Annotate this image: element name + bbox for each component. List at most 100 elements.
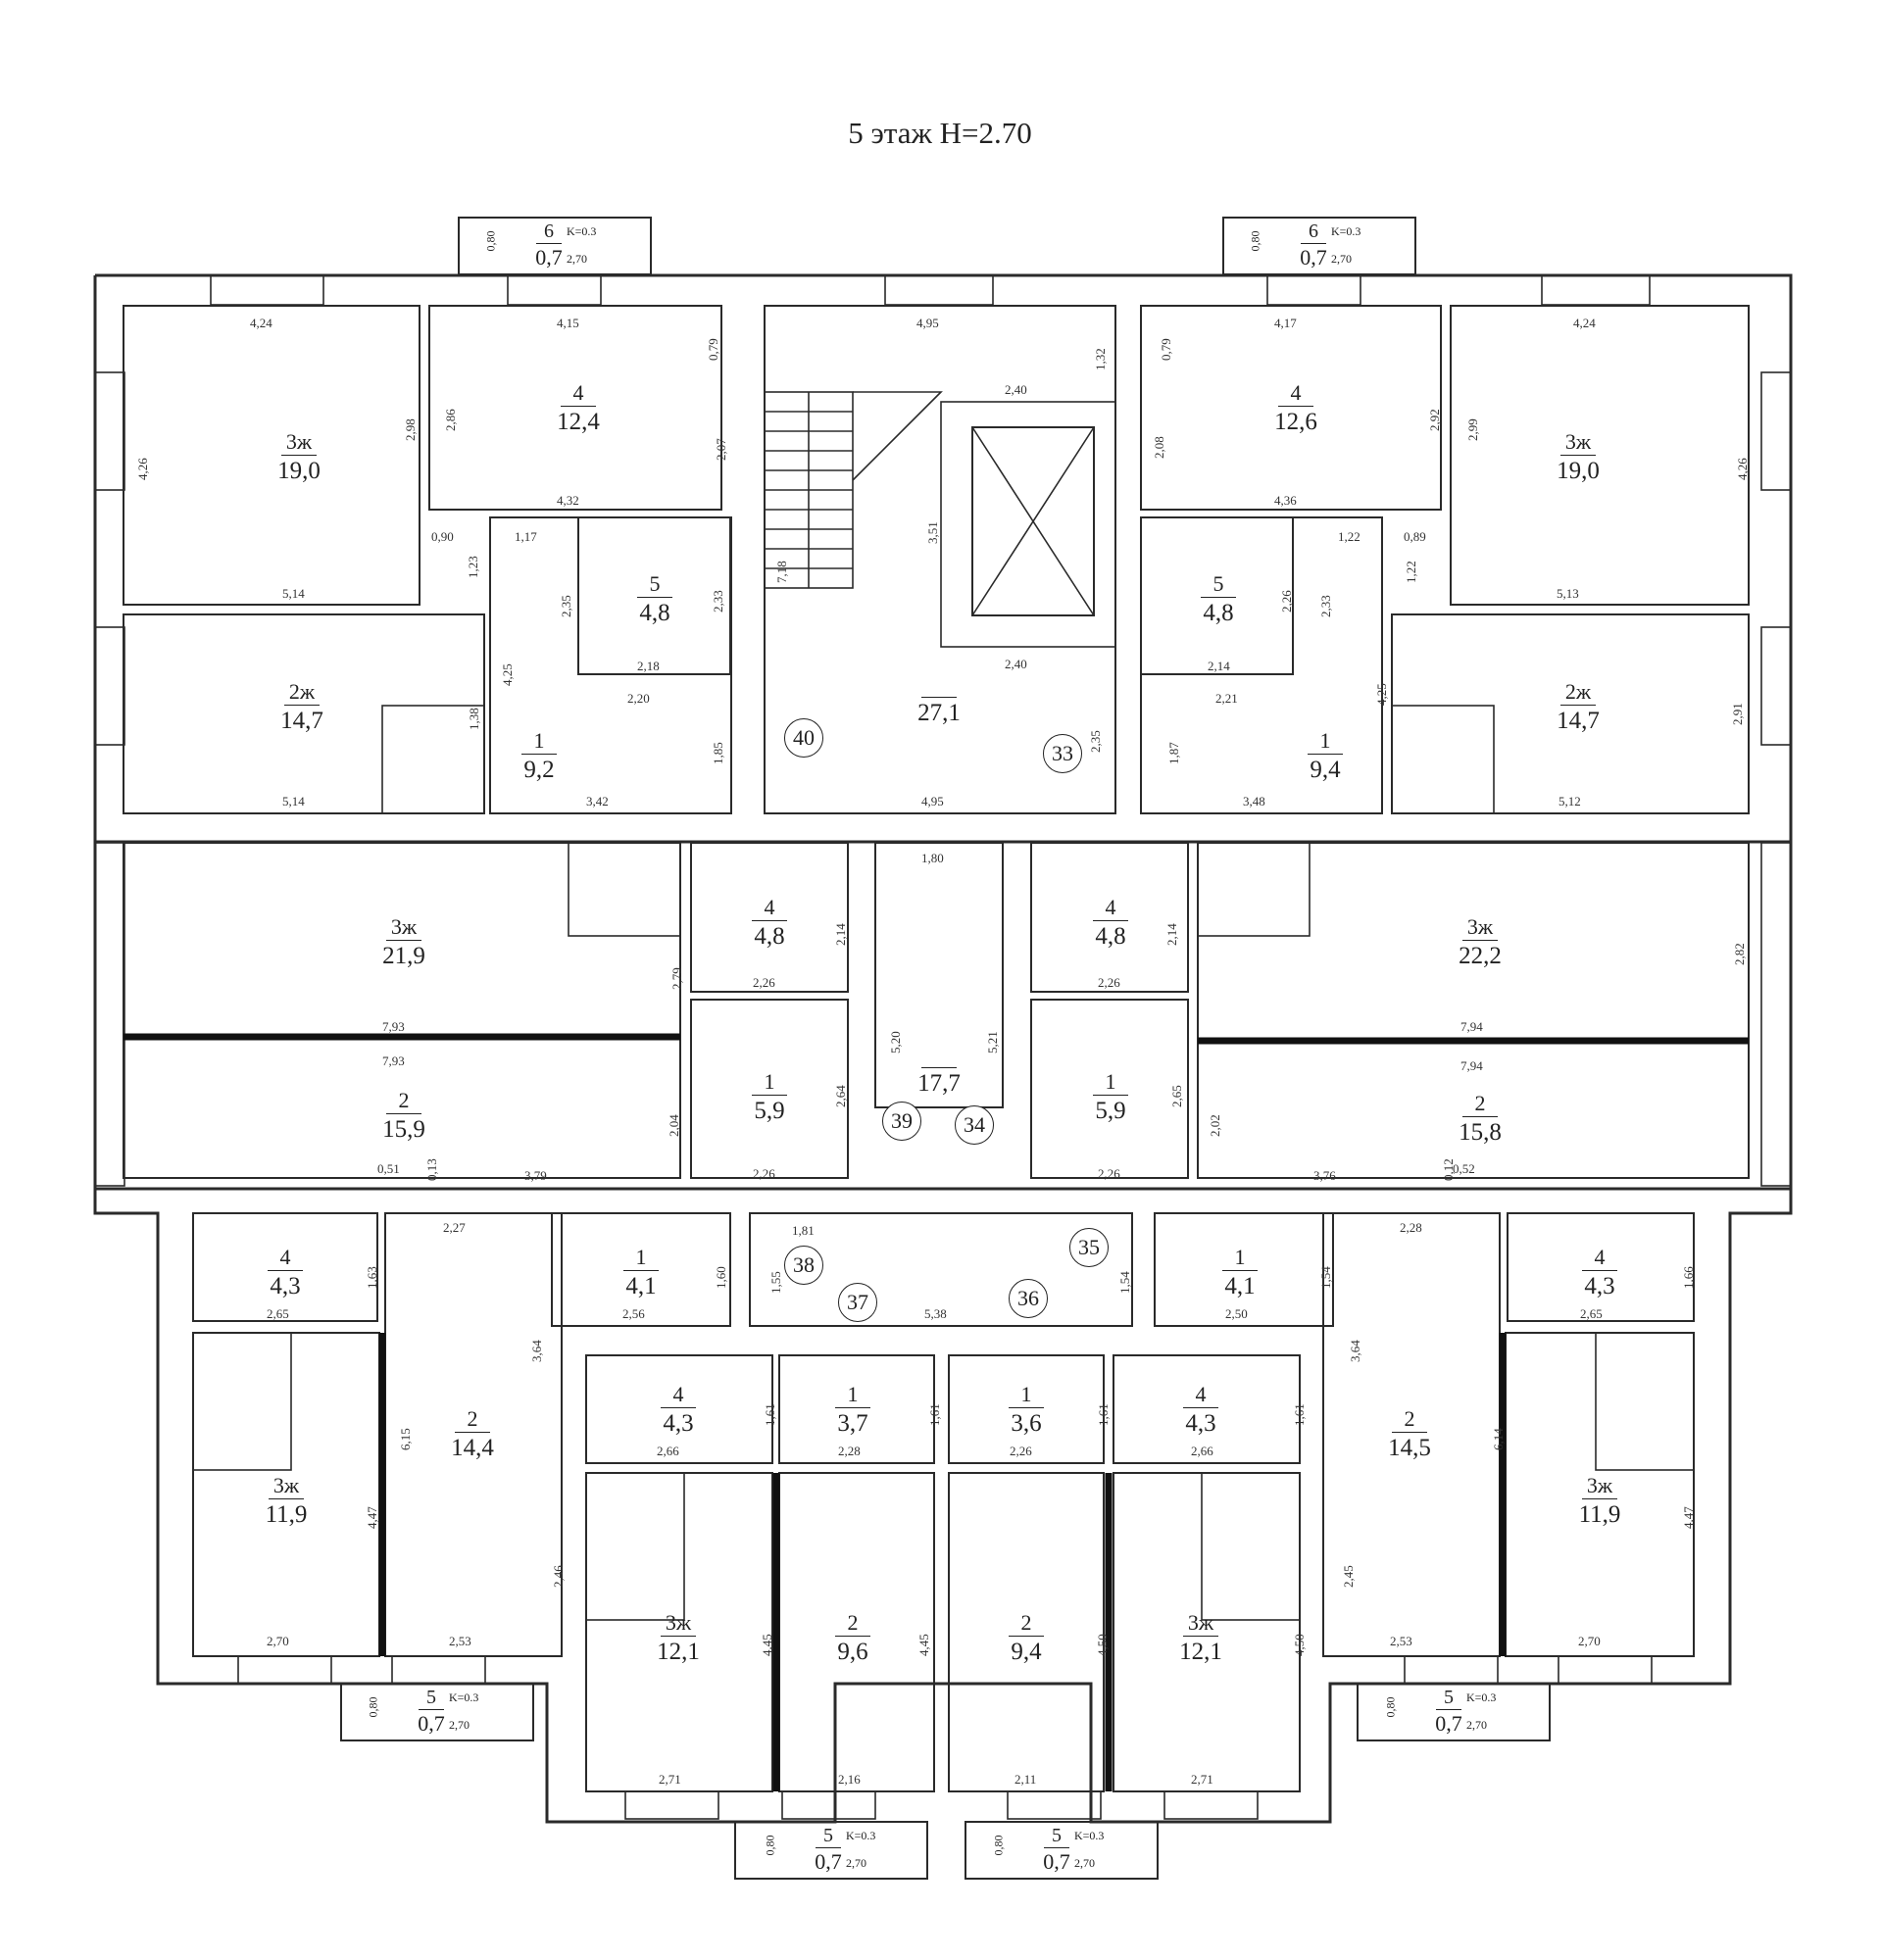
dimension: 1,54 [1117, 1271, 1132, 1294]
dimension: 3,64 [1348, 1340, 1362, 1362]
dimension: 2,16 [838, 1772, 861, 1787]
plan-title: 5 этаж H=2.70 [848, 116, 1032, 150]
dimension: 3,76 [1313, 1168, 1336, 1183]
dimension: 6,15 [398, 1428, 413, 1450]
room-area: 12,4 [557, 409, 600, 435]
dimension: 1,60 [714, 1266, 728, 1289]
room-number: 2 [1392, 1408, 1427, 1433]
dimension: 4,32 [557, 493, 579, 508]
dimension: 4,50 [1292, 1634, 1307, 1656]
balcony-area: 0,7 [1300, 245, 1327, 270]
dimension: 2,91 [1730, 703, 1745, 725]
dimension: 2,18 [637, 659, 660, 673]
dimension: 4,25 [1374, 683, 1389, 706]
dimension: 2,20 [627, 691, 650, 706]
room-area: 4,3 [663, 1410, 694, 1437]
room-number: 4 [661, 1384, 696, 1408]
dimension: 2,53 [1390, 1634, 1412, 1648]
balcony-coef: K=0.3 [1466, 1690, 1497, 1704]
dimension: 1,61 [1096, 1403, 1111, 1426]
dimension: 2,35 [1088, 730, 1103, 753]
room-number: 3ж [1582, 1475, 1617, 1499]
dimension: 2,46 [551, 1565, 566, 1588]
room-number: 4 [1093, 897, 1128, 921]
dimension: 2,14 [1208, 659, 1230, 673]
dimension: 4,26 [1735, 458, 1750, 480]
dimension: 1,32 [1093, 348, 1108, 370]
room-number: 3ж [281, 431, 317, 456]
dimension: 4,26 [135, 458, 150, 480]
dimension: 0,79 [706, 338, 720, 361]
balcony-width: 2,70 [1331, 252, 1352, 266]
room-number: 2ж [284, 681, 320, 706]
room-number: 3ж [1462, 916, 1498, 941]
dimension: 1,54 [1318, 1266, 1333, 1289]
room-area: 4,8 [1203, 600, 1234, 626]
room-area: 27,1 [917, 700, 961, 726]
room-number [921, 1061, 957, 1068]
dimension: 2,26 [1010, 1444, 1032, 1458]
balcony-area: 0,7 [1435, 1711, 1462, 1736]
room-area: 4,3 [1185, 1410, 1216, 1437]
room-area: 3,7 [837, 1410, 868, 1437]
balcony-coef: K=0.3 [449, 1690, 479, 1704]
apartment-marker-37: 37 [838, 1283, 877, 1322]
balcony-number: 5 [1436, 1688, 1461, 1710]
room-area: 4,1 [625, 1273, 657, 1299]
balcony-number: 5 [816, 1826, 841, 1848]
dimension: 1,61 [763, 1403, 777, 1426]
balcony-depth: 0,80 [1383, 1696, 1398, 1718]
room-area: 14,7 [1557, 708, 1600, 734]
dimension: 5,21 [985, 1031, 1000, 1054]
dimension: 3,42 [586, 794, 609, 808]
dimension: 6,14 [1491, 1428, 1506, 1450]
balcony-number: 6 [536, 221, 562, 244]
dimension: 2,11 [1014, 1772, 1037, 1787]
balcony-coef: K=0.3 [567, 224, 597, 238]
room-area: 9,6 [837, 1639, 868, 1665]
dimension: 4,95 [916, 316, 939, 330]
dimension: 0,89 [1404, 529, 1426, 544]
dimension: 4,24 [1573, 316, 1596, 330]
dimension: 5,14 [282, 586, 305, 601]
room-area: 22,2 [1459, 943, 1502, 969]
dimension: 2,14 [833, 923, 848, 946]
dimension: 2,66 [1191, 1444, 1213, 1458]
room-area: 5,9 [1095, 1098, 1126, 1124]
dimension: 2,79 [669, 967, 684, 990]
dimension: 2,14 [1164, 923, 1179, 946]
balcony-coef: K=0.3 [846, 1829, 876, 1842]
dimension: 2,40 [1005, 657, 1027, 671]
dimension: 2,33 [711, 590, 725, 612]
dimension: 5,12 [1558, 794, 1581, 808]
dimension: 2,65 [1169, 1085, 1184, 1107]
dimension: 1,63 [365, 1266, 379, 1289]
room-area: 19,0 [277, 458, 321, 484]
dimension: 3,48 [1243, 794, 1265, 808]
room-number: 2 [386, 1090, 421, 1114]
room-number: 1 [752, 1071, 787, 1096]
room-number: 1 [623, 1247, 659, 1271]
dimension: 7,94 [1460, 1058, 1483, 1073]
dimension: 2,99 [1465, 418, 1480, 441]
room-number: 2 [455, 1408, 490, 1433]
room-label-corridor: 17,7 [880, 1061, 998, 1096]
dimension: 4,24 [250, 316, 272, 330]
room-number: 2ж [1560, 681, 1596, 706]
room-area: 14,5 [1388, 1435, 1431, 1461]
room-area: 14,4 [451, 1435, 494, 1461]
dimension: 5,13 [1557, 586, 1579, 601]
room-number: 1 [835, 1384, 870, 1408]
